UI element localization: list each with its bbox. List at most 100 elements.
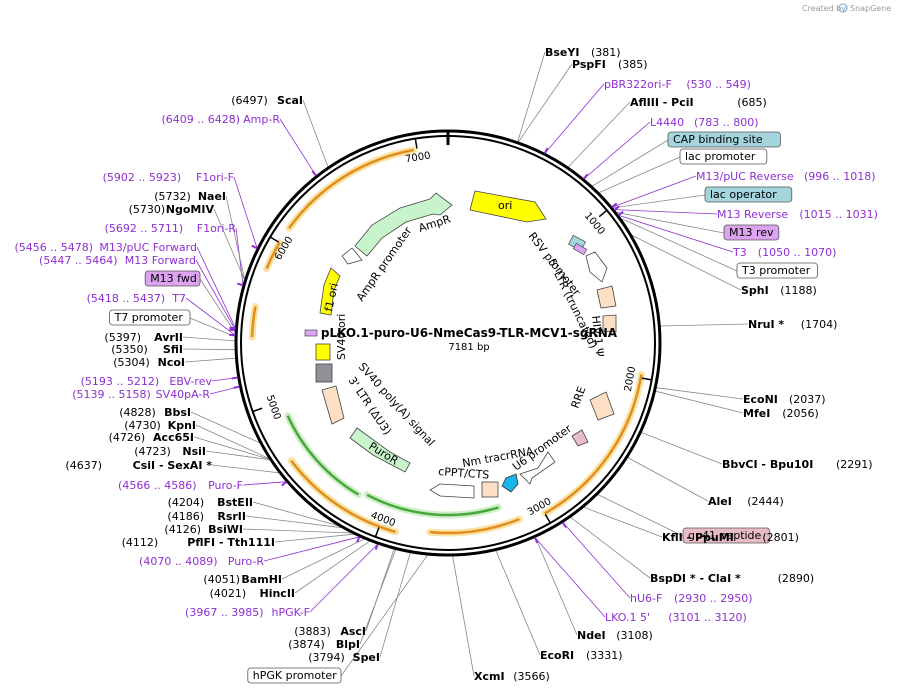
site-name: KpnI (168, 419, 196, 432)
site-label[interactable]: SphI(1188) (741, 284, 817, 297)
ampr-feature[interactable] (354, 192, 453, 257)
nm-tracrrna-feature[interactable] (481, 481, 499, 498)
primer-label[interactable]: EBV-rev(5193 .. 5212) (81, 375, 213, 388)
site-label[interactable]: NgoMIV(5730) (129, 203, 215, 216)
gp41-peptide-feature[interactable] (571, 429, 589, 447)
feature-label-box[interactable]: gp41 peptide (682, 527, 771, 544)
m13-fwd-feature[interactable] (304, 329, 318, 337)
primer-label[interactable]: Amp-R(6409 .. 6428) (161, 113, 280, 126)
primer-label[interactable]: T3(1050 .. 1070) (732, 246, 836, 259)
feature-label-box[interactable]: hPGK promoter (247, 667, 342, 684)
primer-label[interactable]: Puro-F(4566 .. 4586) (118, 479, 243, 492)
primer-label[interactable]: M13 Forward(5447 .. 5464) (39, 254, 196, 267)
site-label[interactable]: NsiI(4723) (134, 445, 206, 458)
site-name: NruI * (748, 318, 784, 331)
site-label[interactable]: BstEII(4204) (168, 496, 253, 509)
site-label[interactable]: PspFI(385) (572, 58, 648, 71)
orange-bar[interactable] (287, 148, 414, 230)
site-label[interactable]: MfeI(2056) (743, 407, 819, 420)
site-label[interactable]: AvrII(5397) (104, 331, 183, 344)
site-label[interactable]: ScaI(6497) (231, 94, 303, 107)
site-label[interactable]: SpeI(3794) (308, 651, 380, 664)
site-label[interactable]: BspDI * - ClaI *(2890) (650, 572, 814, 585)
site-label[interactable]: KflI - PpuMI(2801) (662, 531, 799, 544)
m13-rev-feature[interactable] (572, 242, 588, 256)
feature-label-box[interactable]: CAP binding site (667, 131, 781, 148)
primer-marks (229, 147, 624, 551)
feature-label-box[interactable]: T7 promoter (109, 309, 191, 326)
ampr-promoter-feature[interactable] (341, 247, 363, 265)
green-bar[interactable] (366, 493, 499, 517)
primer-label[interactable]: F1ori-F(5902 .. 5923) (103, 171, 234, 184)
primer-label[interactable]: L4440(783 .. 800) (650, 116, 759, 129)
primer-label[interactable]: hPGK-F(3967 .. 3985) (185, 606, 310, 619)
primer-label[interactable]: T7(5418 .. 5437) (87, 292, 186, 305)
site-label[interactable]: BbsI(4828) (119, 406, 191, 419)
puror-feature[interactable] (349, 427, 411, 473)
feature-label-box[interactable]: T3 promoter (736, 262, 818, 279)
feature-label-box[interactable]: M13 fwd (144, 270, 201, 287)
green-bar[interactable] (286, 415, 360, 496)
site-label[interactable]: AscI(3883) (294, 625, 366, 638)
feature-label-box[interactable]: lac operator (704, 186, 793, 203)
primer-label[interactable]: hU6-F(2930 .. 2950) (630, 592, 753, 605)
cppt-cts-feature[interactable] (429, 483, 475, 499)
primer-label[interactable]: SV40pA-R(5139 .. 5158) (72, 388, 210, 401)
ori-feature[interactable] (469, 190, 547, 223)
feature-label-box[interactable]: M13 rev (723, 224, 780, 241)
site-label[interactable]: Acc65I(4726) (109, 431, 194, 444)
rsv-promoter-feature[interactable] (585, 251, 608, 283)
primer-name: Amp-R (243, 113, 280, 126)
rre-feature[interactable] (589, 391, 615, 421)
orange-bar[interactable] (544, 374, 643, 515)
orange-bar[interactable] (290, 459, 396, 534)
primer-label[interactable]: Puro-R(4070 .. 4089) (139, 555, 264, 568)
f1-ori-feature[interactable] (319, 267, 341, 316)
site-label[interactable]: BlpI(3874) (288, 638, 360, 651)
primer-label[interactable]: M13/pUC Reverse(996 .. 1018) (696, 170, 876, 183)
site-label[interactable]: NaeI(5732) (154, 190, 226, 203)
sv40-polya-feature[interactable] (315, 363, 333, 383)
site-name: XcmI (474, 670, 505, 683)
site-label[interactable]: HincII(4021) (210, 587, 295, 600)
primer-range: (6409 .. 6428) (161, 113, 240, 126)
orange-bar[interactable] (265, 242, 281, 270)
site-label[interactable]: BseYI(381) (545, 46, 621, 59)
site-label[interactable]: CsiI - SexAI *(4637) (65, 459, 212, 472)
primer-label[interactable]: LKO.1 5'(3101 .. 3120) (605, 611, 747, 624)
site-label[interactable]: PflFI - Tth111I(4112) (122, 536, 275, 549)
u6-promoter-feature[interactable] (519, 451, 556, 485)
primer-label[interactable]: pBR322ori-F(530 .. 549) (604, 78, 751, 91)
sv40-ori-feature[interactable] (315, 343, 331, 361)
primer-mark (534, 537, 539, 544)
ltr5-feature[interactable] (596, 285, 617, 309)
site-label[interactable]: RsrII(4186) (167, 510, 246, 523)
site-position: (2801) (762, 531, 799, 544)
site-label[interactable]: XcmI(3566) (474, 670, 550, 683)
site-name: SfiI (163, 343, 183, 356)
orange-bar[interactable] (429, 517, 520, 535)
site-label[interactable]: AflIII - PciI(685) (630, 96, 767, 109)
site-label[interactable]: NcoI(5304) (113, 356, 185, 369)
site-label[interactable]: AleI(2444) (708, 495, 784, 508)
sgrna-feature[interactable] (501, 473, 519, 493)
site-label[interactable]: KpnI(4730) (124, 419, 196, 432)
site-label[interactable]: EcoRI(3331) (540, 649, 623, 662)
primer-label[interactable]: M13 Reverse(1015 .. 1031) (717, 208, 878, 221)
primer-label[interactable]: F1ori-R(5692 .. 5711) (105, 222, 237, 235)
hiv-psi-feature[interactable] (602, 314, 617, 333)
site-label[interactable]: BsiWI(4126) (164, 523, 243, 536)
site-label[interactable]: SfiI(5350) (111, 343, 183, 356)
site-label[interactable]: BamHI(4051) (203, 573, 282, 586)
feature-label-box[interactable]: lac promoter (679, 148, 768, 165)
leader-line (213, 208, 245, 280)
orange-bar[interactable] (250, 306, 257, 338)
ltr3-feature[interactable] (321, 385, 345, 425)
primer-name: T7 (171, 292, 186, 305)
primer-label[interactable]: M13/pUC Forward(5456 .. 5478) (14, 241, 197, 254)
site-label[interactable]: BbvCI - Bpu10I(2291) (722, 458, 873, 471)
site-label[interactable]: NdeI(3108) (577, 629, 653, 642)
site-label[interactable]: EcoNI(2037) (743, 393, 826, 406)
site-label[interactable]: NruI *(1704) (748, 318, 837, 331)
primer-name: LKO.1 5' (605, 611, 650, 624)
